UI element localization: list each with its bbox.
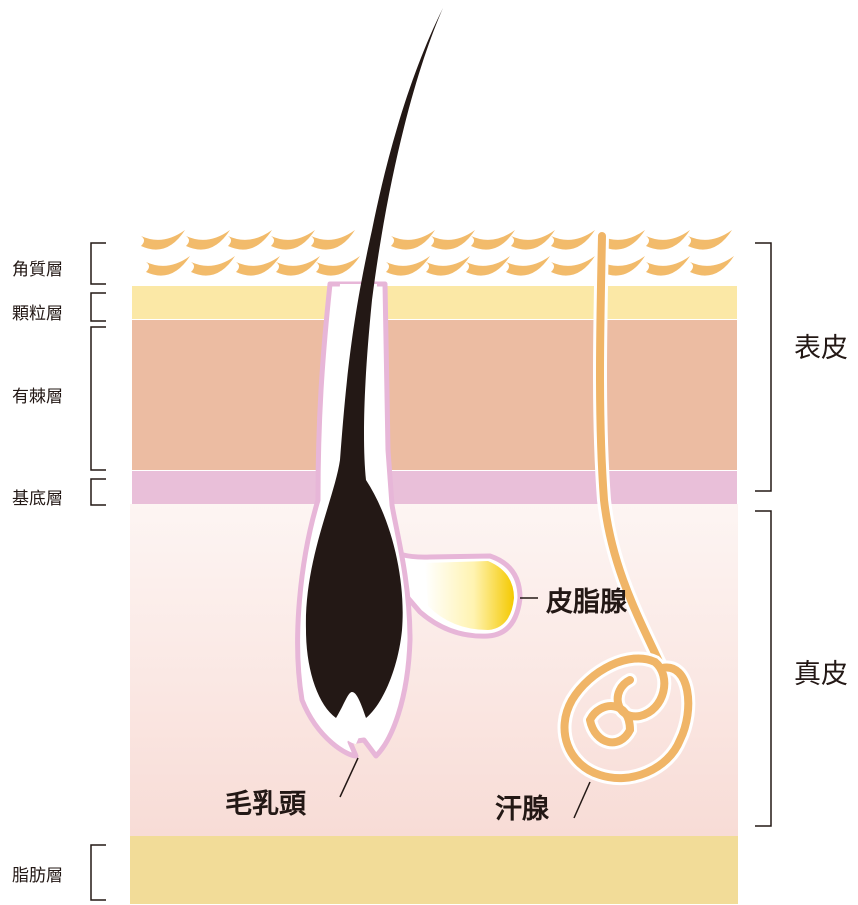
corneum-scale <box>228 230 272 250</box>
stratum-granulosum-band <box>132 286 737 319</box>
sebaceous-gland <box>389 505 523 639</box>
sebum-fill <box>425 561 514 630</box>
stratum-spinosum-band <box>132 320 737 470</box>
corneum-scale <box>601 230 645 250</box>
label-dermis: 真皮 <box>794 659 848 690</box>
corneum-scale <box>141 230 185 250</box>
bracket-stratum-granulosum <box>90 292 106 322</box>
corneum-scale <box>271 230 315 250</box>
sweat-coil <box>560 654 693 783</box>
stratum-basale-band <box>132 471 737 504</box>
label-stratum-spinosum: 有棘層 <box>12 387 63 407</box>
corneum-scale <box>688 230 732 250</box>
leader-sweat-gland <box>573 781 591 819</box>
bracket-subcutaneous-fat <box>90 844 106 901</box>
corneum-scale <box>426 256 470 276</box>
label-sebaceous-gland: 皮脂腺 <box>546 587 627 618</box>
label-sweat-gland: 汗腺 <box>495 794 549 825</box>
bracket-stratum-basale <box>90 478 106 506</box>
sweat-duct <box>596 232 666 672</box>
corneum-scale <box>316 256 360 276</box>
layer-brackets <box>90 242 772 901</box>
bracket-epidermis <box>755 242 772 492</box>
hair-shaft <box>305 8 443 718</box>
corneum-scale <box>391 230 435 250</box>
corneum-scale <box>646 230 690 250</box>
leader-lines <box>339 597 591 819</box>
bracket-stratum-corneum <box>90 242 106 285</box>
corneum-scale <box>146 256 190 276</box>
dermis-band <box>130 504 738 836</box>
corneum-scale <box>646 256 690 276</box>
label-stratum-corneum: 角質層 <box>12 260 63 280</box>
label-stratum-granulosum: 顆粒層 <box>12 304 63 324</box>
corneum-scale <box>551 230 595 250</box>
label-dermal-papilla: 毛乳頭 <box>225 789 306 820</box>
corneum-scale <box>186 230 230 250</box>
bracket-stratum-spinosum <box>90 326 106 471</box>
stratum-corneum-scales <box>141 230 734 276</box>
corneum-scale <box>471 230 515 250</box>
corneum-scale <box>690 256 734 276</box>
corneum-scale <box>191 256 235 276</box>
corneum-scale <box>511 230 555 250</box>
label-stratum-basale: 基底層 <box>12 489 63 509</box>
corneum-scale <box>551 256 595 276</box>
corneum-scale <box>601 256 645 276</box>
corneum-scale <box>466 256 510 276</box>
corneum-scale <box>236 256 280 276</box>
label-epidermis: 表皮 <box>794 333 848 364</box>
corneum-scale <box>506 256 550 276</box>
corneum-scale <box>276 256 320 276</box>
subcutaneous-fat-band <box>130 836 738 904</box>
bracket-dermis <box>755 510 772 827</box>
label-subcutaneous-fat: 脂肪層 <box>12 866 63 886</box>
sweat-gland <box>557 229 696 786</box>
corneum-scale <box>386 256 430 276</box>
leader-dermal-papilla <box>339 757 359 798</box>
corneum-scale <box>431 230 475 250</box>
corneum-scale <box>311 230 355 250</box>
